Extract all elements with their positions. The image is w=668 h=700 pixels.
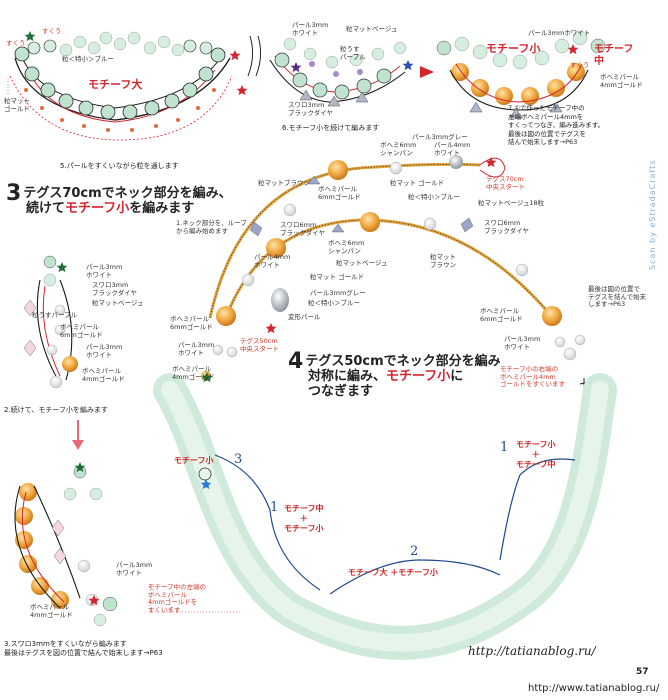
caption-step5: 5.パールをすくいながら粒を通します: [60, 162, 179, 170]
star-icon: [229, 50, 241, 61]
star-icon: [56, 262, 68, 273]
label-pearl3-white-2: パール3mmホワイト: [528, 29, 591, 37]
label-bohemi6-champagne: ボヘミ6mm シャンパン: [380, 141, 417, 157]
label-tsubu-blue-2: 粒＜特小＞ブルー: [308, 299, 360, 307]
page-number: 57: [636, 667, 649, 677]
star-icon: [88, 595, 100, 606]
label-henkei-pearl: 変形パール: [288, 313, 321, 321]
step4-number: 4: [288, 349, 304, 374]
label-left-pearl3c: パール3mm ホワイト: [116, 561, 153, 577]
label-pearl3-gray-2: パール3mmグレー: [310, 289, 366, 297]
label-tsubu-matte-beige-2: 粒マットベージュ: [336, 259, 388, 267]
label-sukuu-top: すくう: [42, 27, 62, 35]
label-left-beige: 粒マットベージュ: [92, 299, 144, 307]
label-swaro6-black: スワロ6mm ブラックダイヤ: [280, 221, 326, 237]
label-step1: 1.ネック部分を、ループ から編み始めます: [176, 219, 247, 235]
label-bohemi6-gold-2: ボヘミパール 6mmゴールド: [480, 307, 523, 323]
star-icon: [236, 85, 248, 96]
motif-large-beads: [14, 31, 226, 132]
diag-num1-right: 1: [500, 440, 509, 455]
label-left-bohemi4: ボヘミパール 4mmゴールド: [82, 367, 125, 383]
caption-step7: 7.①で作ったモチーフ中の 左端ボヘミパール4mmを すくってつなぎ、編み進みま…: [508, 104, 605, 146]
caption-step3b: 3.スワロ3mmをすくいながら編みます 最後はテグスを図の位置で結んで始末します…: [4, 640, 163, 657]
label-pearl3-white-left: パール3mm ホワイト: [178, 341, 215, 357]
star-icon: [24, 31, 36, 42]
label-bohemi6-gold: ボヘミパール 6mmゴールド: [318, 185, 361, 201]
label-swaro6-black-2: スワロ6mm ブラックダイヤ: [484, 219, 530, 235]
label-motif-dai: モチーフ大: [88, 78, 143, 91]
motif-small-right-drawing: [436, 30, 606, 119]
label-bohemi6-champagne-2: ボヘミ6mm シャンパン: [328, 239, 365, 255]
motif-small-top-drawing: [269, 37, 407, 107]
label-tsubu-matte-gold: 粒マット ゴールド: [4, 97, 30, 113]
arrow-down-icon: [72, 440, 84, 450]
star-icon: [402, 60, 414, 71]
diag-left-group: モチーフ中 ＋ モチーフ小: [284, 504, 324, 533]
source-url: http://tatianablog.ru/: [468, 644, 596, 658]
label-swaro3-black: スワロ3mm ブラックダイヤ: [288, 101, 334, 117]
star-icon: [74, 462, 86, 473]
star-icon: [567, 44, 579, 55]
label-motif-sho-top: モチーフ小: [486, 42, 541, 55]
diag-num2: 2: [410, 544, 419, 559]
diag-right-group: モチーフ小 ＋ モチーフ中: [516, 440, 556, 469]
star-icon: [485, 157, 497, 168]
label-sukuu-right: すくう: [570, 61, 590, 69]
label-tsubu-usu-purple: 粒うす パープル: [340, 45, 366, 61]
label-pearl3-white: パール3mm ホワイト: [292, 21, 329, 37]
label-bohemi4-gold-left: ボヘミパール 4mmゴールド: [172, 365, 215, 381]
diag-num3: 3: [234, 452, 243, 467]
label-tsubu-matte-gold-3: 粒マット ゴールド: [310, 273, 365, 281]
label-tsubu-matte-brown: 粒マットブラウン: [258, 179, 310, 187]
label-pearl3-gray: パール3mmグレー: [412, 133, 468, 141]
label-left-pearl3: パール3mm ホワイト: [86, 263, 123, 279]
label-tsubu-blue-center: 粒＜特小＞ブルー: [408, 193, 460, 201]
caption-step6: 6.モチーフ小を続けて編みます: [282, 124, 380, 132]
star-icon: [200, 479, 212, 490]
label-last-tie: 最後は図の位置で テグスを結んで始末 します→P63: [588, 285, 647, 308]
label-left-pearl3b: パール3mm ホワイト: [86, 343, 123, 359]
label-left-bohemi6: ボヘミパール 6mmゴールド: [60, 323, 103, 339]
diag-motif-dai-sho: モチーフ大 ＋モチーフ小: [348, 568, 438, 577]
label-tsubu-matte-brown-2: 粒マット ブラウン: [430, 253, 456, 269]
label-left-bohemi4b: ボヘミパール 4mmゴールド: [30, 603, 73, 619]
scan-credit: Scan by eStradaCrafts: [648, 159, 657, 270]
caption-step2: 2.続けて、モチーフ小を編みます: [4, 406, 108, 414]
label-tsubu-beige18: 粒マットベージュ18粒: [478, 199, 545, 207]
label-tsubu-blue: 粒＜特小＞ブルー: [62, 55, 114, 63]
step3-number: 3: [6, 181, 22, 206]
motif-large-drawing: [9, 51, 233, 141]
star-icon: [265, 323, 277, 334]
label-pearl3-white-3: パール3mm ホワイト: [504, 335, 541, 351]
label-pearl4-white-2: パール4mm ホワイト: [254, 253, 291, 269]
arrow-right-icon: [420, 66, 434, 78]
diag-num1-left: 1: [270, 500, 279, 515]
label-motif-sho-right: モチーフ小の右端の ボヘミパール4mm ゴールドをすくいます: [500, 365, 565, 388]
label-tsubu-matte-gold-2: 粒マット ゴールド: [390, 179, 445, 187]
label-tegusu70: テグス70cm 中央スタート: [486, 175, 525, 191]
label-tegusu50: テグス50cm 中央スタート: [240, 337, 279, 353]
label-motif-chu-left: モチーフ中の左端の ボヘミパール 4mmゴールドを すくいます: [148, 583, 207, 614]
necklace-layout-drawing: [153, 373, 617, 660]
label-motif-chu: モチーフ 中: [594, 44, 634, 67]
label-bohemi4-gold: ボヘミパール 4mmゴールド: [600, 73, 643, 89]
label-left-purple: 粒うすパープル: [32, 311, 78, 319]
star-icon: [201, 372, 213, 383]
label-bohemi6-gold-left: ボヘミパール 6mmゴールド: [170, 315, 213, 331]
label-tsubu-matte-beige: 粒マットベージュ: [346, 25, 398, 33]
label-pearl4-white: パール4mm ホワイト: [434, 141, 471, 157]
star-icon: [290, 62, 302, 73]
label-left-swaro3: スワロ3mm ブラックダイヤ: [92, 281, 138, 297]
bottom-url: http://www.tatianablog.ru/: [528, 683, 660, 694]
label-sukuu-left: すくう: [6, 39, 26, 47]
diag-motif-sho: モチーフ小: [174, 456, 214, 465]
